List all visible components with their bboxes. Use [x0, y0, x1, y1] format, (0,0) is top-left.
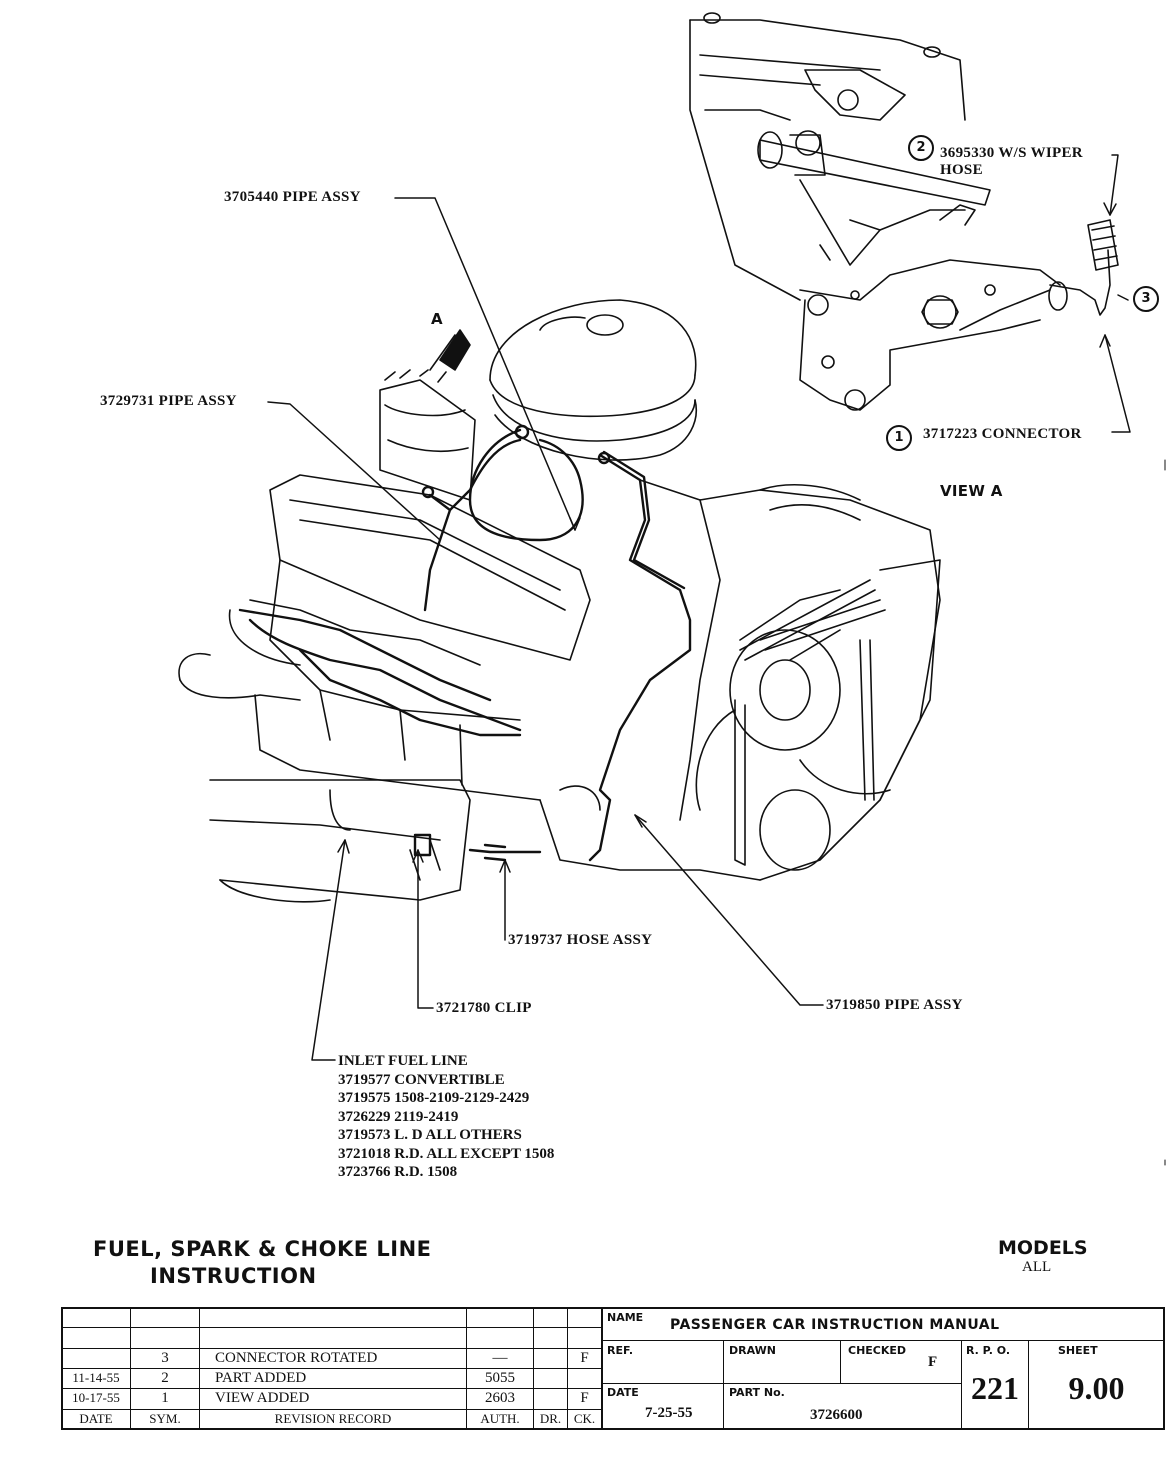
- rev-record: CONNECTOR ROTATED: [215, 1350, 378, 1366]
- label-3705440-pipe-assy: 3705440 PIPE ASSY: [224, 189, 361, 205]
- inlet-fuel-line-item: 3719573 L. D ALL OTHERS: [338, 1127, 522, 1143]
- ref-label: REF.: [607, 1344, 634, 1357]
- inlet-fuel-line-list: INLET FUEL LINE 3719577 CONVERTIBLE 3719…: [338, 1052, 554, 1182]
- circle-number-2: 2: [908, 135, 934, 161]
- sheet-label: SHEET: [1058, 1344, 1098, 1357]
- checked-label: CHECKED: [848, 1344, 907, 1357]
- rev-header-sym: SYM.: [149, 1411, 181, 1426]
- part-label: PART No.: [729, 1386, 785, 1399]
- view-a-inset: [689, 12, 1119, 411]
- rev-auth: —: [492, 1350, 508, 1366]
- circle-number-3: 3: [1133, 286, 1159, 312]
- rev-auth: 5055: [485, 1370, 515, 1386]
- label-arrow-a: A: [431, 310, 443, 328]
- inlet-fuel-line-item: 3719575 1508-2109-2129-2429: [338, 1090, 530, 1106]
- date-value: 7-25-55: [645, 1405, 693, 1421]
- label-view-a: VIEW A: [940, 482, 1003, 500]
- circle-number-1: 1: [886, 425, 912, 451]
- name-label: NAME: [607, 1311, 644, 1324]
- rev-ck: F: [580, 1350, 589, 1366]
- models-value: ALL: [1022, 1259, 1052, 1275]
- rev-header-ck: CK.: [573, 1411, 596, 1426]
- rev-record: PART ADDED: [215, 1370, 307, 1386]
- fuel-lines: [238, 424, 692, 862]
- inlet-fuel-line-item: INLET FUEL LINE: [338, 1053, 468, 1069]
- label-3721780-clip: 3721780 CLIP: [436, 1000, 532, 1016]
- models-label: MODELS: [998, 1237, 1088, 1259]
- inlet-fuel-line-item: 3723766 R.D. 1508: [338, 1164, 458, 1180]
- rpo-label: R. P. O.: [966, 1344, 1011, 1357]
- inlet-fuel-line-item: 3726229 2119-2419: [338, 1108, 459, 1125]
- rev-sym: 3: [161, 1350, 169, 1366]
- sheet-value: 9.00: [1068, 1370, 1125, 1406]
- label-3719737-hose-assy: 3719737 HOSE ASSY: [508, 932, 653, 948]
- rev-auth: 2603: [485, 1390, 515, 1406]
- table-row: 11-14-55: [72, 1370, 120, 1385]
- date-label: DATE: [607, 1386, 639, 1399]
- label-wiper-hose: 3695330 W/S WIPER: [940, 145, 1083, 161]
- part-value: 3726600: [810, 1407, 863, 1423]
- rev-header-dr: DR.: [539, 1411, 562, 1426]
- label-3719850-pipe-assy: 3719850 PIPE ASSY: [826, 997, 963, 1013]
- drawing-title-line1: FUEL, SPARK & CHOKE LINE: [93, 1237, 432, 1261]
- inlet-fuel-line-item: 3719577 CONVERTIBLE: [338, 1071, 505, 1088]
- rpo-value: 221: [971, 1370, 1019, 1406]
- rev-header-date: DATE: [79, 1411, 113, 1426]
- drawn-label: DRAWN: [729, 1344, 776, 1357]
- arrow-a-symbol: [429, 329, 471, 371]
- leader-lines: [267, 154, 1131, 1061]
- engine-line-art: [178, 299, 941, 903]
- rev-header-auth: AUTH.: [480, 1411, 520, 1426]
- checked-value: F: [928, 1354, 938, 1370]
- rev-sym: 2: [161, 1370, 169, 1386]
- rev-ck: F: [580, 1390, 589, 1406]
- rev-record: VIEW ADDED: [215, 1390, 310, 1406]
- rev-sym: 1: [161, 1390, 169, 1406]
- label-3717223-connector: 3717223 CONNECTOR: [923, 426, 1082, 442]
- inlet-fuel-line-item: 3721018 R.D. ALL EXCEPT 1508: [338, 1145, 555, 1162]
- drawing-title-line2: INSTRUCTION: [150, 1264, 317, 1288]
- rev-header-record: REVISION RECORD: [274, 1411, 392, 1426]
- name-value: PASSENGER CAR INSTRUCTION MANUAL: [670, 1317, 1000, 1333]
- table-row: 10-17-55: [72, 1390, 120, 1405]
- label-3729731-pipe-assy: 3729731 PIPE ASSY: [100, 393, 237, 409]
- label-wiper-hose-line2: HOSE: [940, 162, 983, 178]
